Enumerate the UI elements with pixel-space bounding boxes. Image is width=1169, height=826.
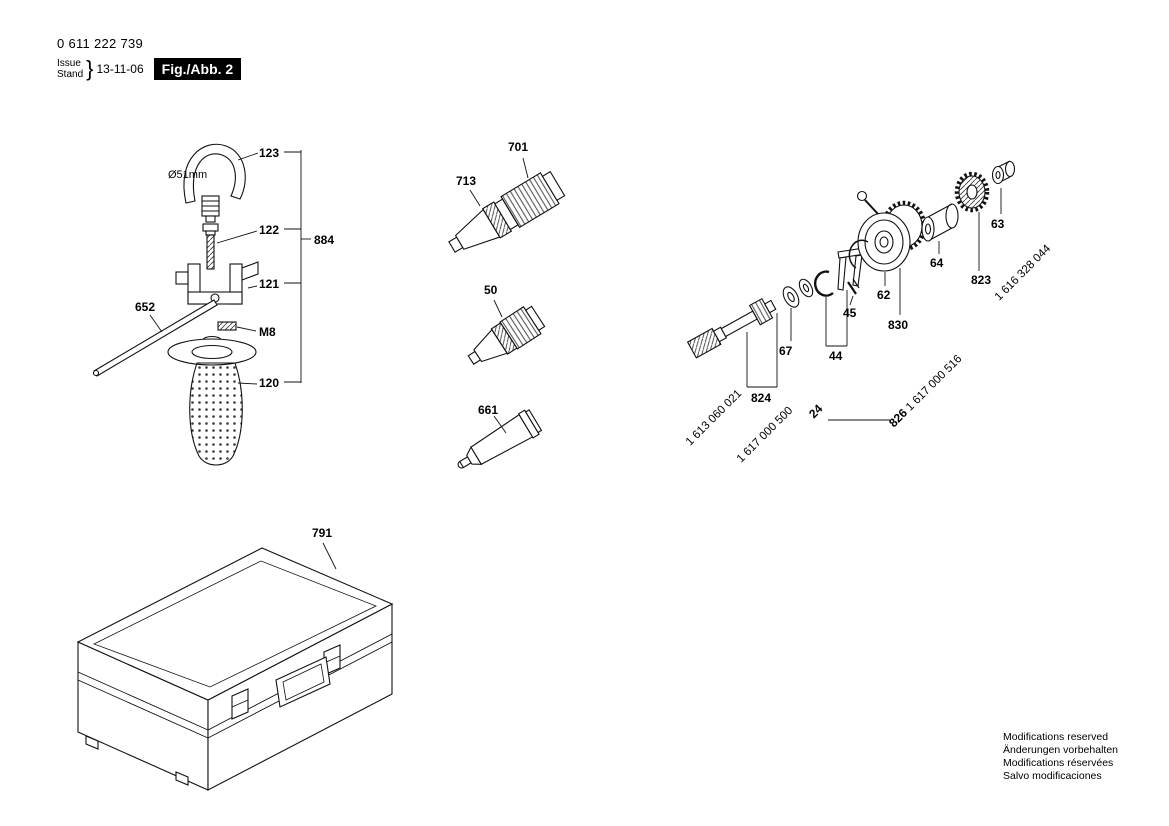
callout-791: 791	[312, 526, 333, 540]
callout-64: 64	[930, 256, 944, 270]
callout-122: 122	[259, 223, 280, 237]
stand-label: Stand	[57, 69, 84, 80]
chuck50-leader	[493, 299, 503, 318]
clamp-screw-drawing	[202, 223, 219, 270]
issue-stand-labels: Issue Stand	[57, 58, 83, 80]
callout-661: 661	[478, 403, 499, 417]
bearing-drawing	[857, 212, 911, 272]
callout-824: 824	[751, 391, 772, 405]
issue-label: Issue	[57, 58, 81, 69]
drill-chuck-drawing	[467, 305, 546, 365]
modifications-notice: Modifications reserved Änderungen vorbeh…	[1003, 731, 1118, 783]
notice-es: Salvo modificaciones	[1003, 770, 1102, 782]
callout-120: 120	[259, 376, 280, 390]
diameter-dimension: Ø51mm	[168, 169, 208, 181]
notice-de: Änderungen vorbehalten	[1003, 744, 1119, 756]
handle-leader-lines	[149, 150, 311, 385]
notice-fr: Modifications réservées	[1003, 757, 1114, 769]
carrying-case-drawing	[76, 547, 394, 791]
callout-823: 823	[971, 273, 992, 287]
handle-grip-drawing	[189, 362, 243, 466]
callout-50: 50	[484, 283, 498, 297]
figure-label: Fig./Abb. 2	[153, 58, 242, 80]
callout-652: 652	[135, 300, 156, 314]
callout-62: 62	[877, 288, 891, 302]
tube-leader	[493, 415, 507, 434]
notice-en: Modifications reserved	[1003, 731, 1109, 743]
keyless-chuck-drawing	[448, 170, 566, 253]
clamp-bracket-drawing	[175, 261, 259, 305]
washer-drawing	[782, 278, 814, 308]
brace-glyph: }	[86, 56, 94, 81]
callout-121: 121	[259, 277, 280, 291]
depth-gauge-drawing	[183, 143, 246, 223]
case-leader	[322, 542, 337, 570]
callout-m8: M8	[259, 325, 276, 339]
issue-date: 13-11-06	[96, 62, 144, 76]
sleeve-drawing	[921, 203, 959, 242]
callout-830: 830	[888, 318, 909, 332]
callout-44: 44	[829, 349, 843, 363]
callout-713: 713	[456, 174, 477, 188]
callout-884: 884	[314, 233, 335, 247]
assembly-leader-lines	[746, 188, 1002, 421]
m8-stud-drawing	[217, 321, 237, 331]
spindle-drawing	[686, 297, 777, 359]
selector-lever-drawing	[856, 190, 879, 215]
grease-tube-drawing	[457, 409, 543, 469]
depth-rod-drawing	[92, 299, 218, 377]
pinion-gear-drawing	[954, 171, 990, 213]
callout-701: 701	[508, 140, 529, 154]
spring-washer-drawing	[848, 239, 869, 269]
end-cap-drawing	[991, 160, 1016, 185]
pin-drawing	[847, 278, 860, 295]
chuck-leader-lines	[469, 157, 529, 207]
callout-67: 67	[779, 344, 793, 358]
circlip-drawing	[814, 270, 834, 297]
header: 0 611 222 739 Issue Stand } 13-11-06 Fig…	[57, 36, 242, 81]
issue-row: Issue Stand } 13-11-06 Fig./Abb. 2	[57, 56, 242, 81]
callout-45: 45	[843, 306, 857, 320]
callout-123: 123	[259, 146, 280, 160]
part-number: 0 611 222 739	[57, 36, 144, 51]
handle-flange-drawing	[167, 335, 257, 366]
callout-63: 63	[991, 217, 1005, 231]
